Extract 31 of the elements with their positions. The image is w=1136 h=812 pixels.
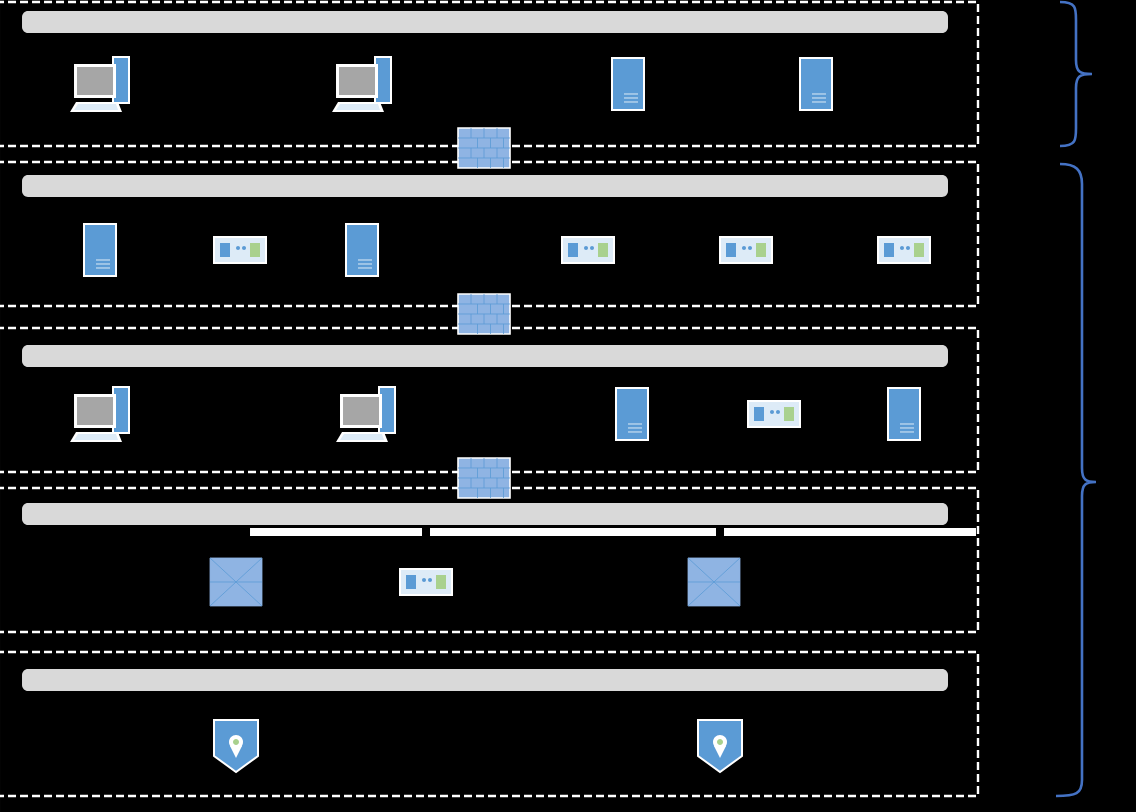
network-bus — [22, 345, 948, 367]
switch-icon — [687, 557, 741, 607]
computer-icon — [336, 386, 396, 442]
computer-icon — [332, 56, 392, 112]
device-icon — [213, 236, 267, 264]
device-icon — [561, 236, 615, 264]
dashed-zone — [0, 160, 980, 308]
server-icon — [611, 57, 645, 111]
server-icon — [615, 387, 649, 441]
device-icon — [877, 236, 931, 264]
dashed-zone — [0, 0, 980, 148]
dashed-zone — [0, 486, 980, 634]
device-icon — [719, 236, 773, 264]
server-icon — [887, 387, 921, 441]
server-icon — [799, 57, 833, 111]
computer-icon — [70, 56, 130, 112]
server-icon — [345, 223, 379, 277]
network-bus — [22, 503, 948, 525]
switch-icon — [209, 557, 263, 607]
device-icon — [747, 400, 801, 428]
network-bus — [22, 175, 948, 197]
firewall-icon — [457, 127, 511, 169]
firewall-icon — [457, 293, 511, 335]
dashed-zone — [0, 326, 980, 474]
server-icon — [83, 223, 117, 277]
network-bus — [22, 11, 948, 33]
device-icon — [399, 568, 453, 596]
dashed-zone — [0, 650, 980, 798]
computer-icon — [70, 386, 130, 442]
firewall-icon — [457, 457, 511, 499]
network-bus — [22, 669, 948, 691]
